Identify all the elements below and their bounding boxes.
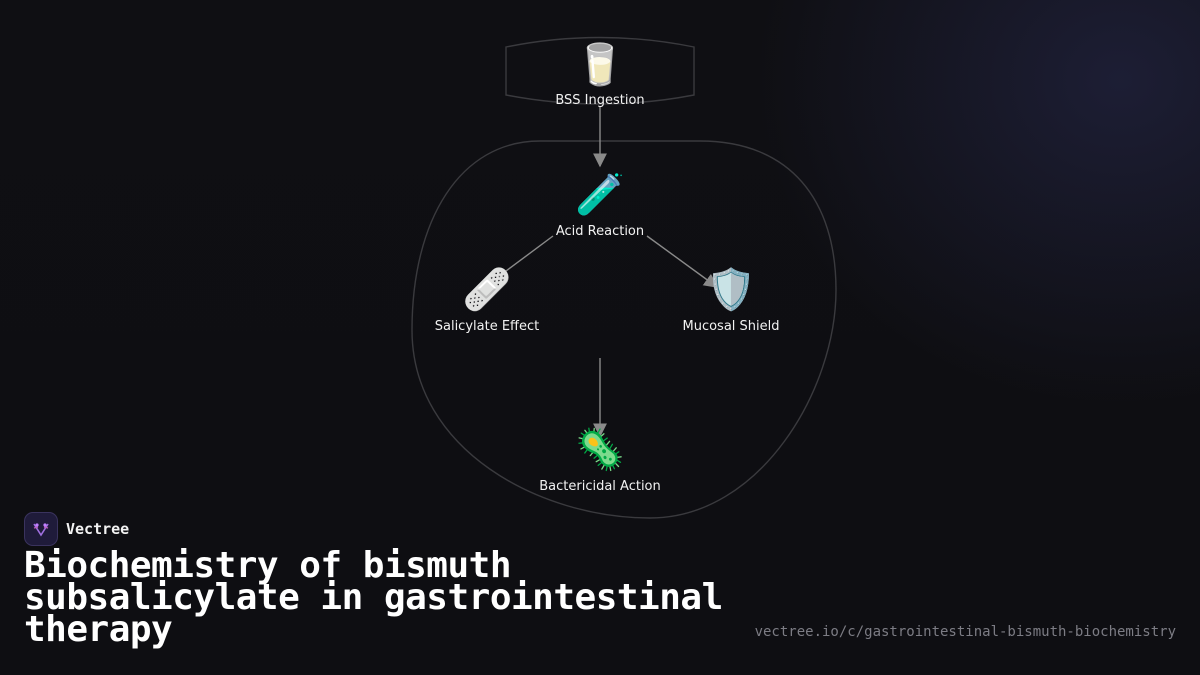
page-url[interactable]: vectree.io/c/gastrointestinal-bismuth-bi… [754, 624, 1176, 640]
test-tube-icon: 🧪 [575, 172, 625, 218]
node-label: Salicylate Effect [435, 319, 540, 334]
edge-acid-to-salicylate [497, 235, 554, 278]
node-acid-reaction[interactable]: 🧪 Acid Reaction [556, 172, 644, 239]
brand[interactable]: Vectree [24, 512, 129, 546]
node-label: Bactericidal Action [539, 479, 661, 494]
node-label: BSS Ingestion [555, 93, 644, 108]
stomach-container [411, 140, 837, 519]
edge-acid-to-mucosal [646, 235, 719, 288]
adhesive-bandage-icon: 🩹 [462, 265, 512, 313]
glass-of-milk-icon: 🥛 [575, 41, 625, 88]
brand-name: Vectree [66, 520, 130, 538]
shield-icon: 🛡️ [706, 266, 756, 313]
node-bss-ingestion[interactable]: 🥛 BSS Ingestion [555, 41, 644, 108]
node-mucosal-shield[interactable]: 🛡️ Mucosal Shield [682, 266, 779, 334]
node-bactericidal-action[interactable]: 🦠 Bactericidal Action [539, 426, 661, 494]
node-label: Mucosal Shield [682, 319, 779, 334]
node-label: Acid Reaction [556, 224, 644, 239]
node-salicylate-effect[interactable]: 🩹 Salicylate Effect [435, 265, 540, 334]
page-title: Biochemistry of bismuth subsalicylate in… [24, 545, 723, 650]
microbe-icon: 🦠 [575, 426, 625, 473]
ingestion-container [505, 36, 695, 105]
vectree-logo-icon [24, 512, 58, 546]
